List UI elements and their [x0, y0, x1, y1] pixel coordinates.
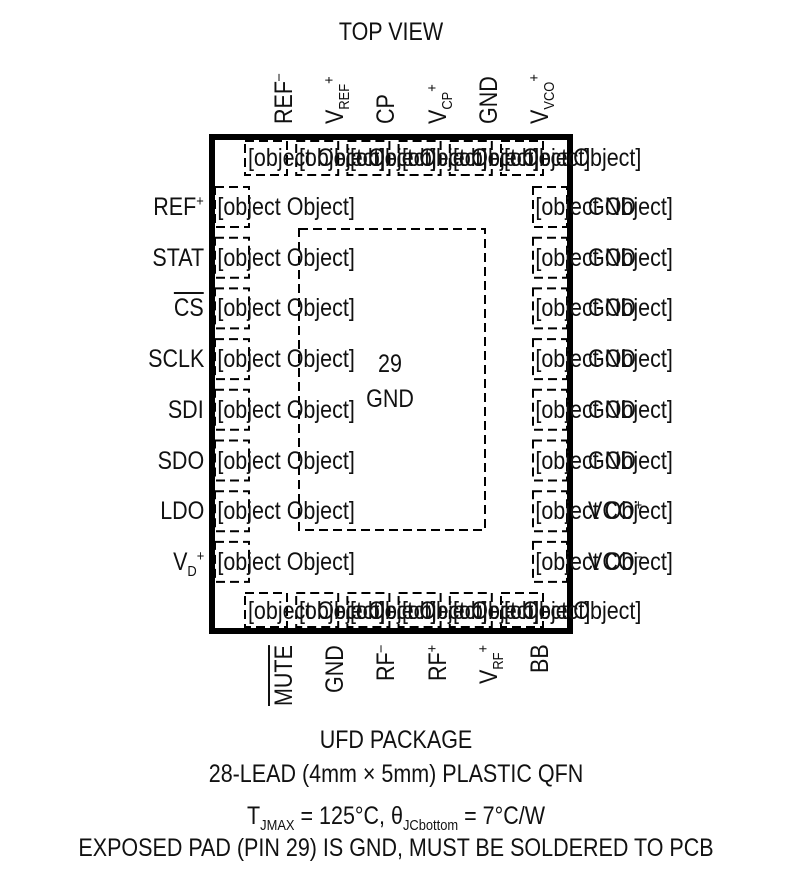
pin-pad	[214, 338, 250, 381]
pin-pad	[532, 439, 568, 482]
pin-label: CP	[372, 94, 401, 124]
pin-pad	[214, 287, 250, 330]
pin-pad	[214, 490, 250, 533]
pin-label: GND	[588, 446, 636, 475]
pin-number: [object Object]	[401, 144, 539, 172]
pin-number: [object Object]	[503, 144, 642, 172]
pin-pad	[532, 287, 568, 330]
pin-label: MUTE	[270, 645, 298, 707]
pin-pad	[346, 592, 391, 628]
pin-pad	[532, 338, 568, 381]
pin-label: VD+	[172, 547, 204, 580]
pin-number: [object Object]	[401, 597, 539, 625]
pin-number: [object Object]	[217, 446, 355, 475]
pin-label: SCLK	[147, 345, 204, 374]
pin-number: [object Object]	[535, 345, 673, 374]
pin-number: [object Object]	[217, 547, 355, 576]
pin-number: [object Object]	[350, 597, 488, 625]
pin-number: [object Object]	[217, 243, 355, 272]
pin-pad	[397, 140, 442, 176]
pin-label: GND	[588, 395, 636, 424]
pin-pad	[397, 592, 442, 628]
pin-label: GND	[588, 294, 636, 323]
pin-number: [object Object]	[217, 294, 355, 323]
pin-number: [object Object]	[217, 497, 355, 526]
pin-number: [object Object]	[535, 446, 673, 475]
pin-label: VCO–	[588, 547, 642, 576]
pin-label: VREF+	[321, 76, 354, 124]
pin-number: [object Object]	[535, 243, 673, 272]
pin-pad	[532, 490, 568, 533]
pin-number: [object Object]	[247, 144, 386, 172]
pin-label: BB	[526, 644, 554, 674]
diagram-title: TOP VIEW	[338, 18, 444, 46]
pin-pad	[214, 186, 250, 228]
pin-pad	[532, 236, 568, 279]
pin-label: GND	[588, 345, 636, 374]
pin-label: LDO	[159, 497, 204, 526]
pin-number: [object Object]	[350, 144, 488, 172]
pin-pad	[295, 140, 340, 176]
pin-pad	[532, 540, 568, 583]
pin-label: GND	[588, 243, 636, 272]
pin-number: [object Object]	[503, 597, 642, 625]
pin-label: REF–	[270, 73, 298, 124]
pin-pad	[448, 140, 493, 176]
pin-label: STAT	[152, 243, 204, 272]
pin-label: GND	[588, 193, 636, 221]
pin-number: [object Object]	[217, 395, 355, 424]
pin-pad	[214, 236, 250, 279]
package-description: 28-LEAD (4mm × 5mm) PLASTIC QFN	[208, 760, 584, 788]
pin-number: [object Object]	[535, 193, 673, 221]
pin-number: [object Object]	[452, 144, 591, 172]
pin-label: RF–	[372, 645, 401, 682]
pin-number: [object Object]	[217, 345, 355, 374]
pin-pad	[346, 140, 391, 176]
pin-pad	[500, 140, 544, 176]
exposed-pad-note: EXPOSED PAD (PIN 29) IS GND, MUST BE SOL…	[78, 834, 714, 862]
pin-pad	[500, 592, 544, 628]
pin-number: [object Object]	[535, 497, 673, 526]
package-name: UFD PACKAGE	[319, 726, 473, 754]
pin-number: [object Object]	[247, 597, 386, 625]
package-body	[209, 134, 573, 634]
pin-label: GND	[474, 76, 503, 124]
pin-label: VCP+	[423, 84, 456, 124]
pin-pad	[448, 592, 493, 628]
pin-label: CS	[174, 294, 204, 323]
pin-label: SDI	[168, 395, 204, 424]
pin-pad	[214, 540, 250, 583]
pin-number: [object Object]	[299, 597, 437, 625]
exposed-pad-name: GND	[366, 385, 414, 413]
pin-label: VCO+	[588, 497, 643, 526]
pin-label: VVCO+	[526, 74, 558, 124]
pin-number: [object Object]	[535, 547, 673, 576]
pin-pad	[214, 388, 250, 431]
pin-number: [object Object]	[217, 193, 355, 221]
pin-pad	[295, 592, 340, 628]
pin-pad	[244, 592, 288, 628]
pin-pad	[214, 439, 250, 482]
pin-pad	[532, 388, 568, 431]
pin-number: [object Object]	[299, 144, 437, 172]
pin-pad	[244, 140, 288, 176]
exposed-pad-outline	[298, 228, 486, 531]
pin-label: GND	[321, 645, 350, 694]
exposed-pad-number: 29	[378, 350, 402, 378]
pin-pad	[532, 186, 568, 228]
pin-label: REF+	[153, 193, 204, 221]
pin-label: VRF+	[474, 644, 507, 684]
pin-number: [object Object]	[452, 597, 591, 625]
pin-number: [object Object]	[535, 294, 673, 323]
pin-number: [object Object]	[535, 395, 673, 424]
thermal-spec: TJMAX = 125°C, θJCbottom = 7°C/W	[246, 802, 546, 834]
pin-label: RF+	[423, 644, 452, 682]
pin-label: SDO	[157, 446, 204, 475]
